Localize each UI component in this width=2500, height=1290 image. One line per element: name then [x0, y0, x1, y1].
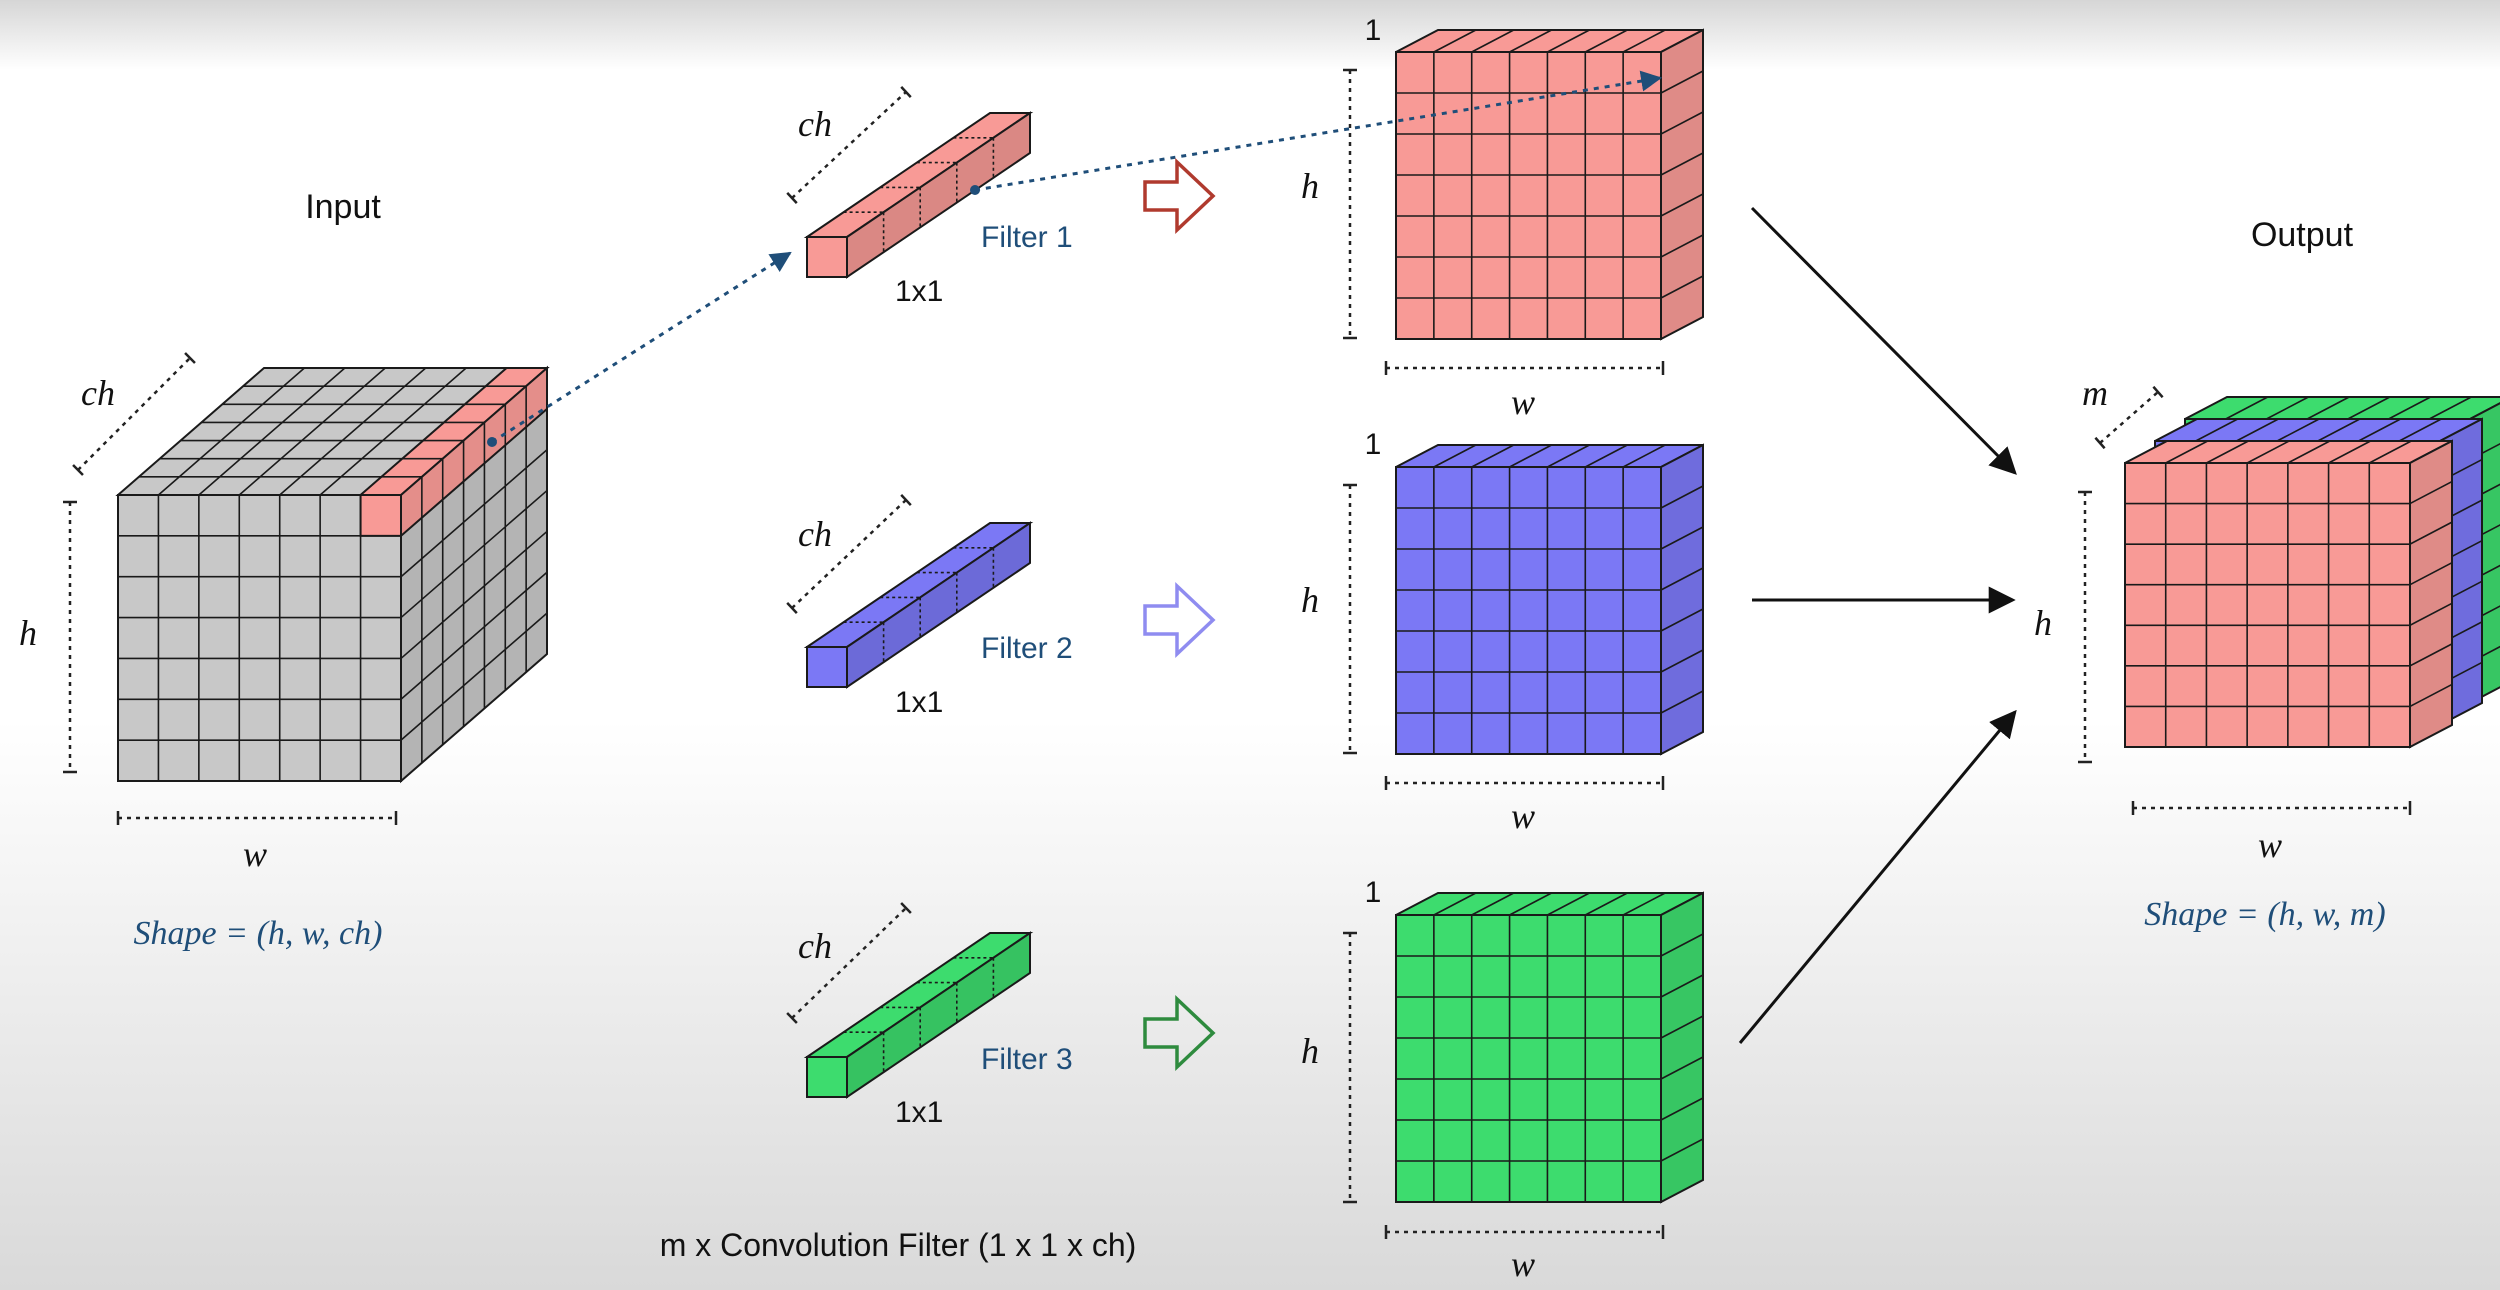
- caption: m x Convolution Filter (1 x 1 x ch): [660, 1227, 1137, 1263]
- feature-map-front-face: [1395, 914, 1662, 1203]
- map-3-depth-label: 1: [1365, 876, 1382, 909]
- input-highlight-front: [359, 494, 403, 537]
- output-m-dimension: [2099, 391, 2159, 444]
- feature-map-top-face: [1395, 29, 1704, 53]
- filter-2-ch-label: ch: [798, 514, 832, 554]
- map-1-depth-label: 1: [1365, 14, 1382, 47]
- hollow-arrow-3: [1143, 994, 1216, 1072]
- input-shape: Shape = (h, w, ch): [134, 915, 383, 952]
- map-2-depth-label: 1: [1365, 428, 1382, 461]
- input-title: Input: [305, 188, 381, 226]
- sample-point-filter: [970, 185, 980, 195]
- feature-map-front-face: [1395, 51, 1662, 340]
- input-front-face: [117, 494, 402, 782]
- input-tensor-cube: [115, 365, 550, 784]
- input-ch-label: ch: [81, 373, 115, 413]
- filter-1-ch-dimension: [791, 91, 907, 199]
- output-layer-3-front-face: [2124, 462, 2411, 748]
- filter-2-name: Filter 2: [981, 632, 1073, 665]
- map-2-w-label: w: [1511, 796, 1535, 836]
- input-h-label: h: [19, 613, 37, 653]
- map-3-w-label: w: [1511, 1244, 1535, 1284]
- output-m-label: m: [2082, 373, 2108, 413]
- input-w-label: w: [243, 834, 267, 874]
- filter-3-ch-label: ch: [798, 926, 832, 966]
- filter-3-name: Filter 3: [981, 1043, 1073, 1076]
- feature-map-side-face: [1660, 443, 1704, 756]
- feature-map-side-face: [1660, 28, 1704, 341]
- filter-front-face: [806, 646, 848, 688]
- feature-map-front-face: [1395, 466, 1662, 755]
- filter-front-face: [806, 1056, 848, 1098]
- map-1-w-label: w: [1511, 382, 1535, 422]
- output-layer-3-top-face: [2124, 440, 2453, 464]
- feature-map-side-face: [1660, 891, 1704, 1204]
- output-h-label: h: [2034, 603, 2052, 643]
- filter-2-size: 1x1: [895, 686, 943, 719]
- hollow-arrows: [1143, 157, 1216, 1072]
- dotted-arrow-input-to-filter: [491, 251, 792, 444]
- map-1-h-label: h: [1301, 166, 1319, 206]
- filter-1-bar: [803, 111, 1034, 279]
- dimension-markers: [63, 68, 2412, 1239]
- feature-map-1: [1395, 28, 1704, 341]
- hollow-arrow-1: [1143, 157, 1216, 235]
- filter-1-name: Filter 1: [981, 221, 1073, 254]
- map-3-h-label: h: [1301, 1031, 1319, 1071]
- feature-map-top-face: [1395, 892, 1704, 916]
- feature-map-3: [1395, 891, 1704, 1204]
- filter-1-ch-label: ch: [798, 104, 832, 144]
- output-layer-2-top-face: [2154, 418, 2483, 442]
- connector-arrows: [487, 70, 2017, 1044]
- feature-map-top-face: [1395, 444, 1704, 468]
- output-shape: Shape = (h, w, m): [2144, 896, 2385, 933]
- sample-point-input: [487, 437, 497, 447]
- output-title: Output: [2251, 216, 2354, 254]
- map-2-h-label: h: [1301, 580, 1319, 620]
- arrow-map3-to-output: [1738, 709, 2017, 1044]
- output-w-label: w: [2258, 825, 2282, 865]
- filter-front-face: [806, 236, 848, 278]
- feature-map-2: [1395, 443, 1704, 756]
- filter-1-size: 1x1: [895, 275, 943, 308]
- filter-3-size: 1x1: [895, 1096, 943, 1129]
- filter-3-bar: [803, 931, 1034, 1099]
- output-tensor-stack: [2124, 396, 2500, 749]
- hollow-arrow-2: [1143, 581, 1216, 659]
- filter-2-bar: [803, 521, 1034, 689]
- arrow-map1-to-output: [1750, 206, 2017, 475]
- output-layer-3-side-face: [2409, 439, 2453, 749]
